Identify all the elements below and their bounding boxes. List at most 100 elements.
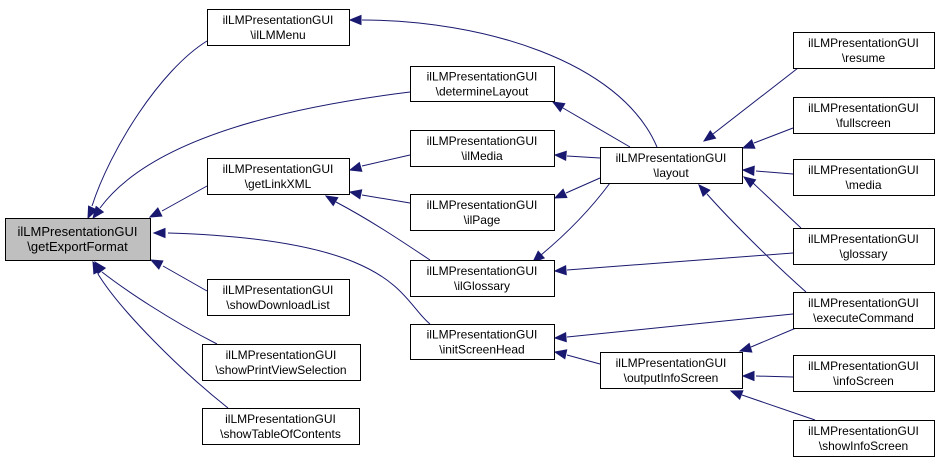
node-class-label: ilLMPresentationGUI bbox=[427, 134, 538, 148]
node-class-label: ilLMPresentationGUI bbox=[427, 70, 538, 84]
edge-line bbox=[162, 265, 208, 292]
node-getLinkXML[interactable]: ilLMPresentationGUI\getLinkXML bbox=[207, 158, 350, 195]
arrowhead-icon bbox=[741, 370, 755, 382]
edge-determineLayout-to-getExportFormat bbox=[92, 91, 411, 220]
node-box bbox=[600, 352, 743, 389]
arrowhead-icon bbox=[729, 390, 744, 401]
arrowhead-icon bbox=[553, 331, 567, 343]
edge-line bbox=[712, 67, 799, 135]
node-method-label: \getLinkXML bbox=[245, 177, 312, 191]
node-class-label: ilLMPresentationGUI bbox=[808, 163, 919, 177]
node-class-label: ilLMPresentationGUI bbox=[427, 198, 538, 212]
node-method-label: \ilLMMenu bbox=[250, 28, 305, 42]
arrowhead-icon bbox=[92, 260, 103, 275]
node-method-label: \glossary bbox=[839, 247, 887, 261]
node-ilPage[interactable]: ilLMPresentationGUI\ilPage bbox=[410, 194, 555, 231]
node-box bbox=[207, 158, 350, 195]
node-ilLMMenu[interactable]: ilLMPresentationGUI\ilLMMenu bbox=[207, 9, 350, 46]
arrowhead-icon bbox=[742, 176, 757, 189]
node-method-label: \determineLayout bbox=[436, 85, 529, 99]
arrowhead-icon bbox=[702, 129, 717, 142]
node-showDownloadList[interactable]: ilLMPresentationGUI\showDownloadList bbox=[207, 279, 350, 316]
node-ilGlossary[interactable]: ilLMPresentationGUI\ilGlossary bbox=[410, 260, 555, 297]
edge-ilLMMenu-to-getExportFormat bbox=[87, 40, 208, 220]
node-class-label: ilLMPresentationGUI bbox=[808, 296, 919, 310]
node-ilMedia[interactable]: ilLMPresentationGUI\ilMedia bbox=[410, 130, 555, 167]
node-layout[interactable]: ilLMPresentationGUI\layout bbox=[600, 147, 743, 184]
arrowhead-icon bbox=[148, 207, 163, 218]
node-getExportFormat[interactable]: ilLMPresentationGUI\getExportFormat bbox=[5, 218, 151, 261]
edge-ilGlossary-to-getLinkXML bbox=[324, 195, 431, 261]
node-fullscreen[interactable]: ilLMPresentationGUI\fullscreen bbox=[793, 97, 935, 134]
node-class-label: ilLMPresentationGUI bbox=[427, 328, 538, 342]
node-outputInfoScreen[interactable]: ilLMPresentationGUI\outputInfoScreen bbox=[600, 352, 743, 389]
arrowhead-icon bbox=[348, 161, 363, 172]
edge-line bbox=[562, 107, 631, 148]
node-method-label: \showTableOfContents bbox=[220, 427, 341, 441]
node-box bbox=[207, 279, 350, 316]
node-showTableOfContents[interactable]: ilLMPresentationGUI\showTableOfContents bbox=[202, 408, 360, 445]
node-showInfoScreen[interactable]: ilLMPresentationGUI\showInfoScreen bbox=[793, 420, 935, 457]
node-class-label: ilLMPresentationGUI bbox=[226, 348, 337, 362]
node-determineLayout[interactable]: ilLMPresentationGUI\determineLayout bbox=[410, 66, 555, 102]
edge-line bbox=[99, 91, 411, 209]
node-box bbox=[793, 159, 935, 196]
edge-line bbox=[361, 19, 658, 148]
edge-showPrintViewSelection-to-getExportFormat bbox=[94, 260, 218, 345]
node-method-label: \showPrintViewSelection bbox=[215, 363, 346, 377]
edge-outputInfoScreen-to-initScreenHead bbox=[553, 349, 601, 365]
edge-line bbox=[565, 177, 601, 194]
edge-ilMedia-to-getLinkXML bbox=[348, 154, 411, 172]
node-method-label: \showInfoScreen bbox=[819, 439, 908, 453]
node-initScreenHead[interactable]: ilLMPresentationGUI\initScreenHead bbox=[410, 324, 555, 360]
arrowhead-icon bbox=[741, 165, 755, 176]
node-method-label: \showDownloadList bbox=[226, 298, 330, 312]
edge-line bbox=[566, 313, 794, 338]
node-class-label: ilLMPresentationGUI bbox=[808, 36, 919, 50]
edge-line bbox=[361, 154, 411, 167]
edge-resume-to-layout bbox=[702, 67, 799, 142]
edge-ilPage-to-getLinkXML bbox=[348, 189, 411, 204]
node-class-label: ilLMPresentationGUI bbox=[808, 101, 919, 115]
node-showPrintViewSelection[interactable]: ilLMPresentationGUI\showPrintViewSelecti… bbox=[202, 344, 361, 381]
node-glossary[interactable]: ilLMPresentationGUI\glossary bbox=[793, 228, 935, 265]
node-class-label: ilLMPresentationGUI bbox=[223, 283, 334, 297]
node-box bbox=[793, 228, 935, 265]
node-infoScreen[interactable]: ilLMPresentationGUI\infoScreen bbox=[793, 355, 935, 392]
edge-line bbox=[741, 394, 816, 421]
edge-line bbox=[566, 155, 601, 159]
node-box bbox=[600, 147, 743, 184]
edge-initScreenHead-to-getExportFormat bbox=[152, 227, 431, 325]
arrowhead-icon bbox=[532, 250, 546, 263]
arrowhead-icon bbox=[738, 342, 753, 353]
node-resume[interactable]: ilLMPresentationGUI\resume bbox=[793, 32, 935, 69]
node-executeCommand[interactable]: ilLMPresentationGUI\executeCommand bbox=[793, 292, 935, 329]
node-media[interactable]: ilLMPresentationGUI\media bbox=[793, 159, 935, 196]
nodes: ilLMPresentationGUI\getExportFormatilLMP… bbox=[5, 9, 935, 457]
node-method-label: \getExportFormat bbox=[27, 239, 128, 254]
edge-executeCommand-to-outputInfoScreen bbox=[738, 327, 797, 353]
node-method-label: \ilPage bbox=[464, 213, 501, 227]
arrowhead-icon bbox=[553, 188, 568, 199]
node-box bbox=[410, 324, 555, 360]
node-box bbox=[410, 66, 555, 102]
node-method-label: \initScreenHead bbox=[439, 343, 524, 357]
edge-line bbox=[752, 182, 802, 229]
node-class-label: ilLMPresentationGUI bbox=[808, 424, 919, 438]
arrowhead-icon bbox=[553, 349, 568, 360]
node-method-label: \outputInfoScreen bbox=[624, 371, 719, 385]
node-method-label: \fullscreen bbox=[836, 116, 891, 130]
edge-showInfoScreen-to-outputInfoScreen bbox=[729, 390, 816, 421]
edge-line bbox=[335, 201, 431, 261]
arrowhead-icon bbox=[553, 264, 567, 276]
node-class-label: ilLMPresentationGUI bbox=[427, 264, 538, 278]
edge-fullscreen-to-layout bbox=[741, 127, 794, 149]
edge-line bbox=[101, 271, 218, 345]
edge-line bbox=[706, 193, 807, 293]
node-box bbox=[793, 97, 935, 134]
node-box bbox=[793, 32, 935, 69]
edge-showDownloadList-to-getExportFormat bbox=[149, 259, 208, 292]
node-box bbox=[793, 292, 935, 329]
edge-layout-to-ilMedia bbox=[553, 150, 601, 162]
